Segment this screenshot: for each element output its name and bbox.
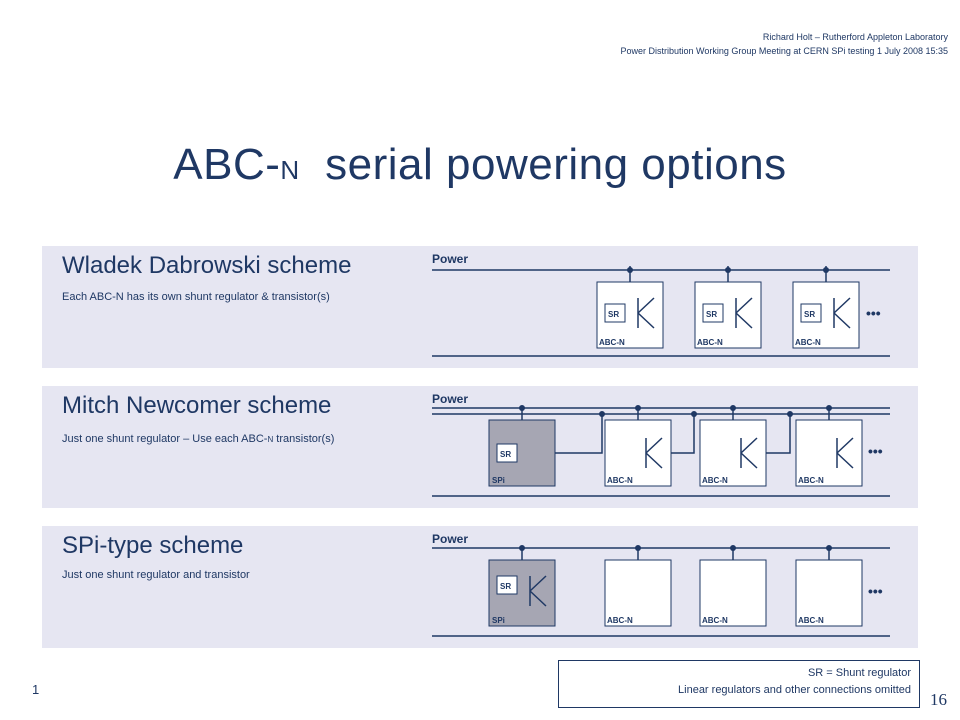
abcn-block-2: SR ABC-N bbox=[694, 266, 762, 349]
power-label: Power bbox=[432, 252, 468, 266]
abcn-label: ABC-N bbox=[607, 616, 633, 625]
sr-label: SR bbox=[500, 582, 511, 591]
abcn-block-2: ABC-N bbox=[699, 545, 767, 627]
title-rest: serial powering options bbox=[299, 140, 787, 189]
panel-dabrowski: Wladek Dabrowski scheme Each ABC-N has i… bbox=[42, 246, 918, 368]
panel-description: Just one shunt regulator – Use each ABC-… bbox=[62, 433, 334, 445]
header-author: Richard Holt – Rutherford Appleton Labor… bbox=[762, 32, 948, 42]
power-label: Power bbox=[432, 392, 468, 406]
sr-label: SR bbox=[804, 310, 815, 319]
abcn-block-2: ABC-N bbox=[699, 405, 793, 487]
page-number-right: 16 bbox=[930, 690, 947, 709]
more-dots: ••• bbox=[868, 443, 883, 459]
abcn-label: ABC-N bbox=[798, 616, 824, 625]
diagram-dabrowski: Power SR ABC-N SR ABC-N SR bbox=[432, 252, 890, 357]
sr-label: SR bbox=[706, 310, 717, 319]
panel-title: Wladek Dabrowski scheme bbox=[62, 252, 352, 279]
slide-title: ABC-N serial powering options bbox=[0, 140, 960, 190]
desc-part-a: Just one shunt regulator – Use each ABC- bbox=[62, 433, 268, 445]
abcn-label: ABC-N bbox=[607, 476, 633, 485]
abcn-block-1: ABC-N bbox=[604, 545, 672, 627]
power-label: Power bbox=[432, 532, 468, 546]
panel-spi: SPi-type scheme Just one shunt regulator… bbox=[42, 526, 918, 648]
panel-title: SPi-type scheme bbox=[62, 532, 244, 559]
title-main: ABC- bbox=[173, 140, 281, 189]
spi-label: SPi bbox=[492, 616, 505, 625]
abcn-block-3: SR ABC-N bbox=[792, 266, 860, 349]
sr-label: SR bbox=[500, 450, 511, 459]
sr-label: SR bbox=[608, 310, 619, 319]
panel-newcomer: Mitch Newcomer scheme Just one shunt reg… bbox=[42, 386, 918, 508]
abcn-label: ABC-N bbox=[697, 338, 723, 347]
title-smallcaps: N bbox=[280, 155, 300, 185]
more-dots: ••• bbox=[866, 305, 881, 321]
abcn-label: ABC-N bbox=[795, 338, 821, 347]
abcn-block-1: ABC-N bbox=[604, 405, 697, 487]
desc-part-b: transistor(s) bbox=[273, 433, 335, 445]
panel-description: Just one shunt regulator and transistor bbox=[62, 569, 250, 581]
more-dots: ••• bbox=[868, 583, 883, 599]
legend-line-2: Linear regulators and other connections … bbox=[678, 684, 911, 696]
abcn-label: ABC-N bbox=[599, 338, 625, 347]
header-meeting: Power Distribution Working Group Meeting… bbox=[620, 46, 949, 56]
legend-line-1: SR = Shunt regulator bbox=[807, 667, 911, 679]
abcn-label: ABC-N bbox=[798, 476, 824, 485]
panel-title: Mitch Newcomer scheme bbox=[62, 392, 332, 419]
abcn-block-3: ABC-N bbox=[795, 545, 863, 627]
diagram-newcomer: Power SR SPi ABC-N bbox=[432, 392, 890, 497]
abcn-block-3: ABC-N bbox=[795, 405, 863, 487]
desc-smallcaps: N bbox=[267, 435, 274, 444]
abcn-label: ABC-N bbox=[702, 476, 728, 485]
abcn-block-1: SR ABC-N bbox=[596, 266, 664, 349]
panel-description: Each ABC-N has its own shunt regulator &… bbox=[62, 291, 330, 303]
header-info: Richard Holt – Rutherford Appleton Labor… bbox=[621, 30, 949, 58]
spi-label: SPi bbox=[492, 476, 505, 485]
diagram-spi: Power SR SPi ABC-N ABC-N ABC-N ••• bbox=[432, 532, 890, 637]
abcn-label: ABC-N bbox=[702, 616, 728, 625]
page-number-left: 1 bbox=[32, 682, 40, 697]
legend-box: SR = Shunt regulator Linear regulators a… bbox=[558, 660, 920, 708]
